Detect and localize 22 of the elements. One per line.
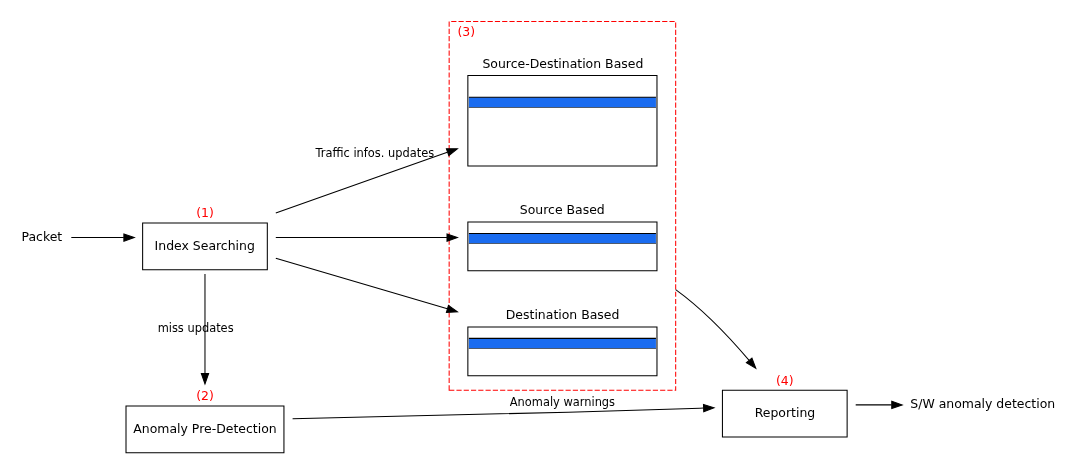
arrow — [855, 400, 904, 410]
arrow — [200, 273, 210, 386]
arrow — [675, 289, 757, 370]
arrow — [70, 233, 136, 242]
node-label: Source Based — [519, 202, 605, 218]
node-label: (4) — [775, 372, 794, 388]
node-text: S/W anomaly detection — [910, 396, 1056, 412]
node-box: Reporting — [721, 389, 848, 438]
edge-label: miss updates — [157, 320, 234, 335]
node-text: Packet — [21, 228, 63, 244]
arrow — [292, 403, 716, 420]
node-label: (1) — [196, 205, 214, 221]
node-label: Destination Based — [505, 307, 620, 323]
node-box: Anomaly Pre-Detection — [125, 405, 285, 454]
arrow — [275, 233, 459, 242]
node-label: Source-Destination Based — [482, 55, 644, 71]
arrow — [275, 148, 459, 214]
arrow — [275, 257, 459, 313]
node-box: Index Searching — [142, 222, 268, 271]
node-label: (2) — [196, 388, 214, 404]
edge-label: Traffic infos. updates — [315, 146, 435, 161]
edge-label: Anomaly warnings — [509, 394, 616, 409]
